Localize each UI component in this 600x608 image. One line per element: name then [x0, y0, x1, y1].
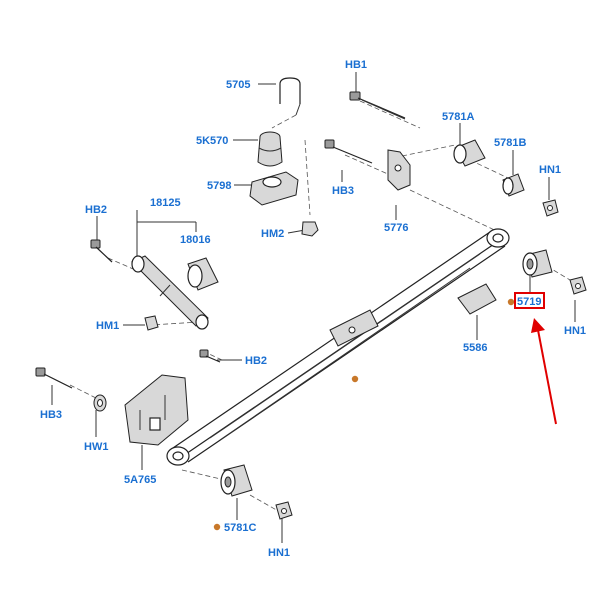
spring-bracket-5a765-part	[124, 374, 189, 446]
label-5781b[interactable]: 5781B	[494, 137, 526, 149]
nut-hn1-top-part	[542, 199, 559, 217]
label-5776[interactable]: 5776	[384, 222, 408, 234]
label-hb2-mid[interactable]: HB2	[245, 355, 267, 367]
nut-hn1-right-part	[569, 276, 587, 295]
label-hn1-right[interactable]: HN1	[564, 325, 586, 337]
bolt-hb2-top-part	[90, 239, 113, 263]
label-5719[interactable]: 5719	[517, 296, 541, 308]
bushing-18016-part	[187, 257, 219, 291]
leaf-spring-part	[166, 228, 510, 466]
bushing-5781c-part	[220, 464, 253, 497]
assembly-dash-lines	[69, 100, 571, 513]
u-bolt-part	[279, 77, 301, 116]
washer-hw1-part	[93, 394, 107, 412]
label-hn1-bottom[interactable]: HN1	[268, 547, 290, 559]
nut-hm2-part	[301, 221, 319, 237]
label-18016[interactable]: 18016	[180, 234, 211, 246]
bolt-hb2-mid-part	[199, 349, 221, 363]
bushing-5719-part	[522, 249, 553, 278]
pointer-arrow	[531, 318, 557, 425]
hanger-bracket-part	[387, 149, 411, 191]
label-hb3-left[interactable]: HB3	[40, 409, 62, 421]
label-5781a[interactable]: 5781A	[442, 111, 474, 123]
bump-stop-part	[257, 131, 283, 167]
bushing-5781b-part	[502, 173, 525, 197]
bolt-hb3-mid-part	[324, 139, 373, 164]
label-5a765[interactable]: 5A765	[124, 474, 156, 486]
label-5705[interactable]: 5705	[226, 79, 250, 91]
reference-bullets	[213, 298, 515, 531]
bushing-5781a-part	[453, 139, 486, 167]
shock-absorber-part	[131, 255, 209, 330]
part-labels: 5705 HB1 5K570 5781A 5781B HN1 5798 HB3 …	[40, 59, 586, 559]
bullet-dot-spring	[351, 375, 359, 383]
label-hm1[interactable]: HM1	[96, 320, 119, 332]
bolt-hb3-left-part	[35, 367, 73, 389]
label-5k570[interactable]: 5K570	[196, 135, 228, 147]
bullet-dot-5719	[507, 298, 515, 306]
label-18125[interactable]: 18125	[150, 197, 181, 209]
label-5798[interactable]: 5798	[207, 180, 231, 192]
label-5781c[interactable]: 5781C	[224, 522, 256, 534]
label-hn1-top[interactable]: HN1	[539, 164, 561, 176]
nut-hm1-part	[144, 315, 159, 331]
label-hb1[interactable]: HB1	[345, 59, 367, 71]
highlight-box	[514, 292, 545, 309]
label-hm2[interactable]: HM2	[261, 228, 284, 240]
label-hb2-top[interactable]: HB2	[85, 204, 107, 216]
shim-5586-part	[457, 283, 497, 315]
bolt-hb1-part	[349, 91, 406, 120]
label-hb3-mid[interactable]: HB3	[332, 185, 354, 197]
label-5586[interactable]: 5586	[463, 342, 487, 354]
label-hw1[interactable]: HW1	[84, 441, 108, 453]
nut-hn1-bottom-part	[275, 501, 293, 520]
bump-bracket-part	[249, 171, 299, 206]
bullet-dot-5781c	[213, 523, 221, 531]
